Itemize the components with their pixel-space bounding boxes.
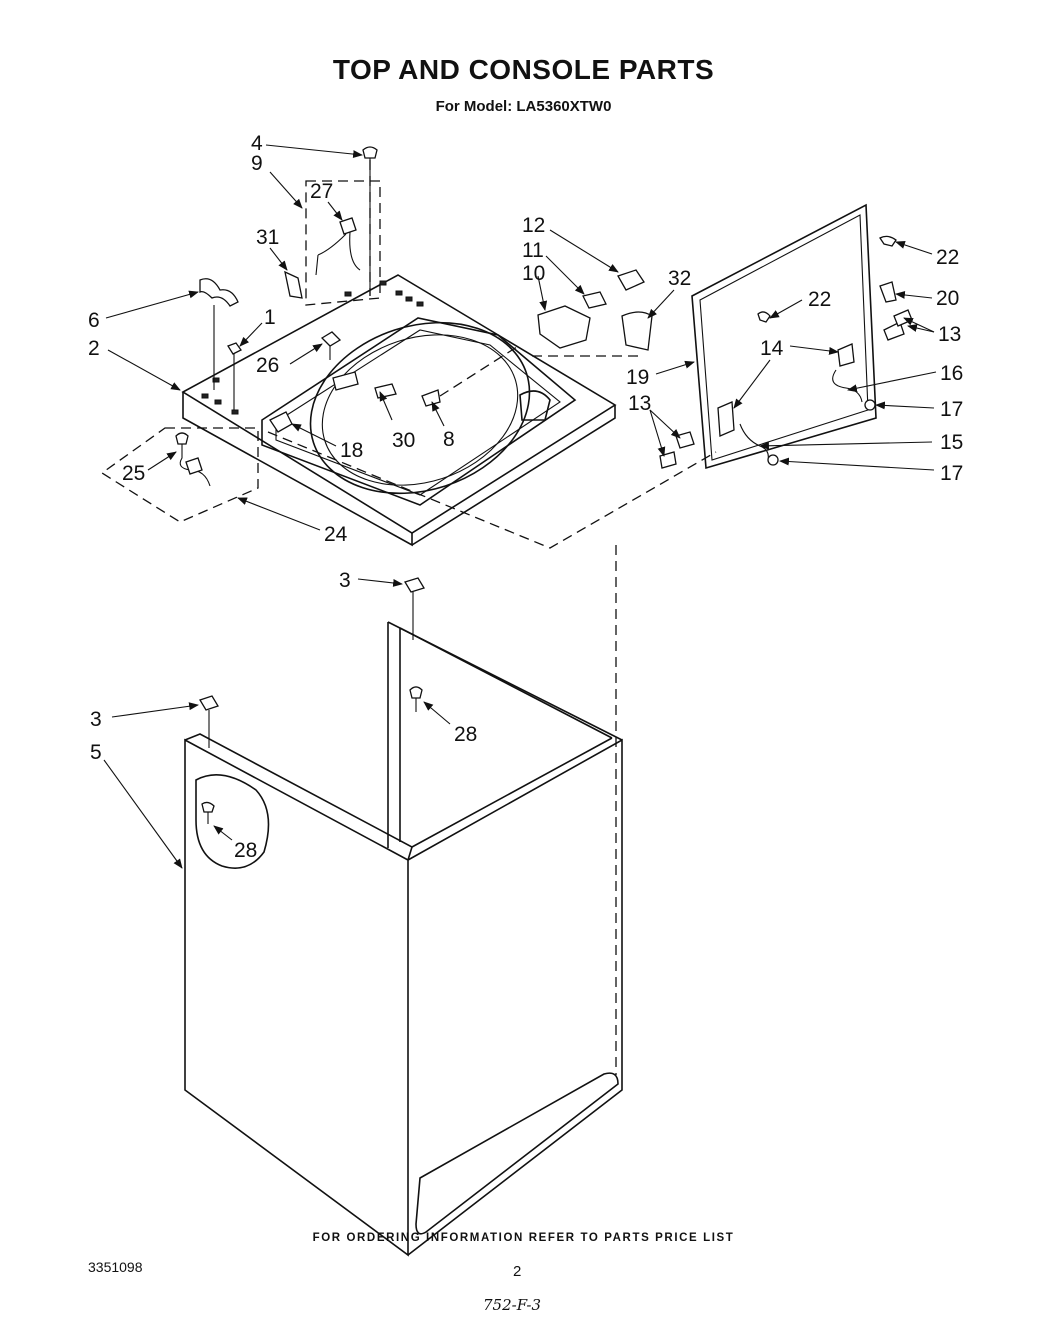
callout-18: 18 — [340, 439, 363, 462]
callout-22-mid: 22 — [808, 288, 831, 311]
switch-12 — [617, 269, 645, 291]
leader-lines — [103, 144, 937, 869]
cabinet — [184, 577, 623, 1257]
page-number: 2 — [513, 1263, 522, 1280]
callout-22-top: 22 — [936, 246, 959, 269]
wire-clip-6 — [199, 278, 239, 390]
handwritten-code: 752-F-3 — [483, 1296, 542, 1314]
plug-26 — [320, 331, 342, 360]
lever-8 — [421, 344, 521, 407]
callout-17-upper: 17 — [940, 398, 963, 421]
callout-24: 24 — [324, 523, 348, 546]
bracket-11 — [582, 291, 607, 309]
harness-27 — [315, 217, 361, 276]
clip-31 — [284, 270, 303, 299]
nut-1 — [227, 342, 242, 410]
callout-28-back: 28 — [454, 723, 477, 746]
callout-5: 5 — [90, 741, 102, 764]
callout-14: 14 — [760, 337, 784, 360]
callout-6: 6 — [88, 309, 100, 332]
callout-11: 11 — [522, 239, 544, 262]
bolt-25 — [175, 432, 211, 487]
housing-10 — [537, 305, 591, 349]
callout-2: 2 — [88, 337, 100, 360]
callout-13-right: 13 — [938, 323, 961, 346]
callout-27: 27 — [310, 180, 333, 203]
callout-31: 31 — [256, 226, 279, 249]
callout-19: 19 — [626, 366, 649, 389]
callout-4: 4 — [251, 132, 263, 155]
callout-1: 1 — [264, 306, 276, 329]
model-subtitle: For Model: LA5360XTW0 — [435, 98, 612, 115]
hinge-30 — [332, 371, 397, 399]
callout-8: 8 — [443, 428, 455, 451]
callout-16: 16 — [940, 362, 963, 385]
callout-12: 12 — [522, 214, 545, 237]
dispenser-cover-32 — [621, 311, 653, 351]
callout-26: 26 — [256, 354, 279, 377]
callout-30: 30 — [392, 429, 415, 452]
callout-9: 9 — [251, 152, 263, 175]
callout-25: 25 — [122, 462, 145, 485]
switch-18 — [269, 411, 293, 433]
callout-15: 15 — [940, 431, 963, 454]
callout-17-lower: 17 — [940, 462, 963, 485]
callout-13-left: 13 — [628, 392, 651, 415]
callout-labels: 4 9 27 31 6 1 2 26 12 11 10 32 22 22 20 … — [88, 132, 963, 862]
callout-3-front: 3 — [90, 708, 102, 731]
page-title: TOP AND CONSOLE PARTS — [332, 54, 715, 85]
callout-20: 20 — [936, 287, 959, 310]
document-number: 3351098 — [88, 1259, 143, 1275]
ordering-note: FOR ORDERING INFORMATION REFER TO PARTS … — [312, 1232, 735, 1244]
callout-10: 10 — [522, 262, 545, 285]
console-panel — [659, 203, 913, 470]
callout-3-back: 3 — [339, 569, 351, 592]
callout-32: 32 — [668, 267, 691, 290]
callout-28-front: 28 — [234, 839, 257, 862]
